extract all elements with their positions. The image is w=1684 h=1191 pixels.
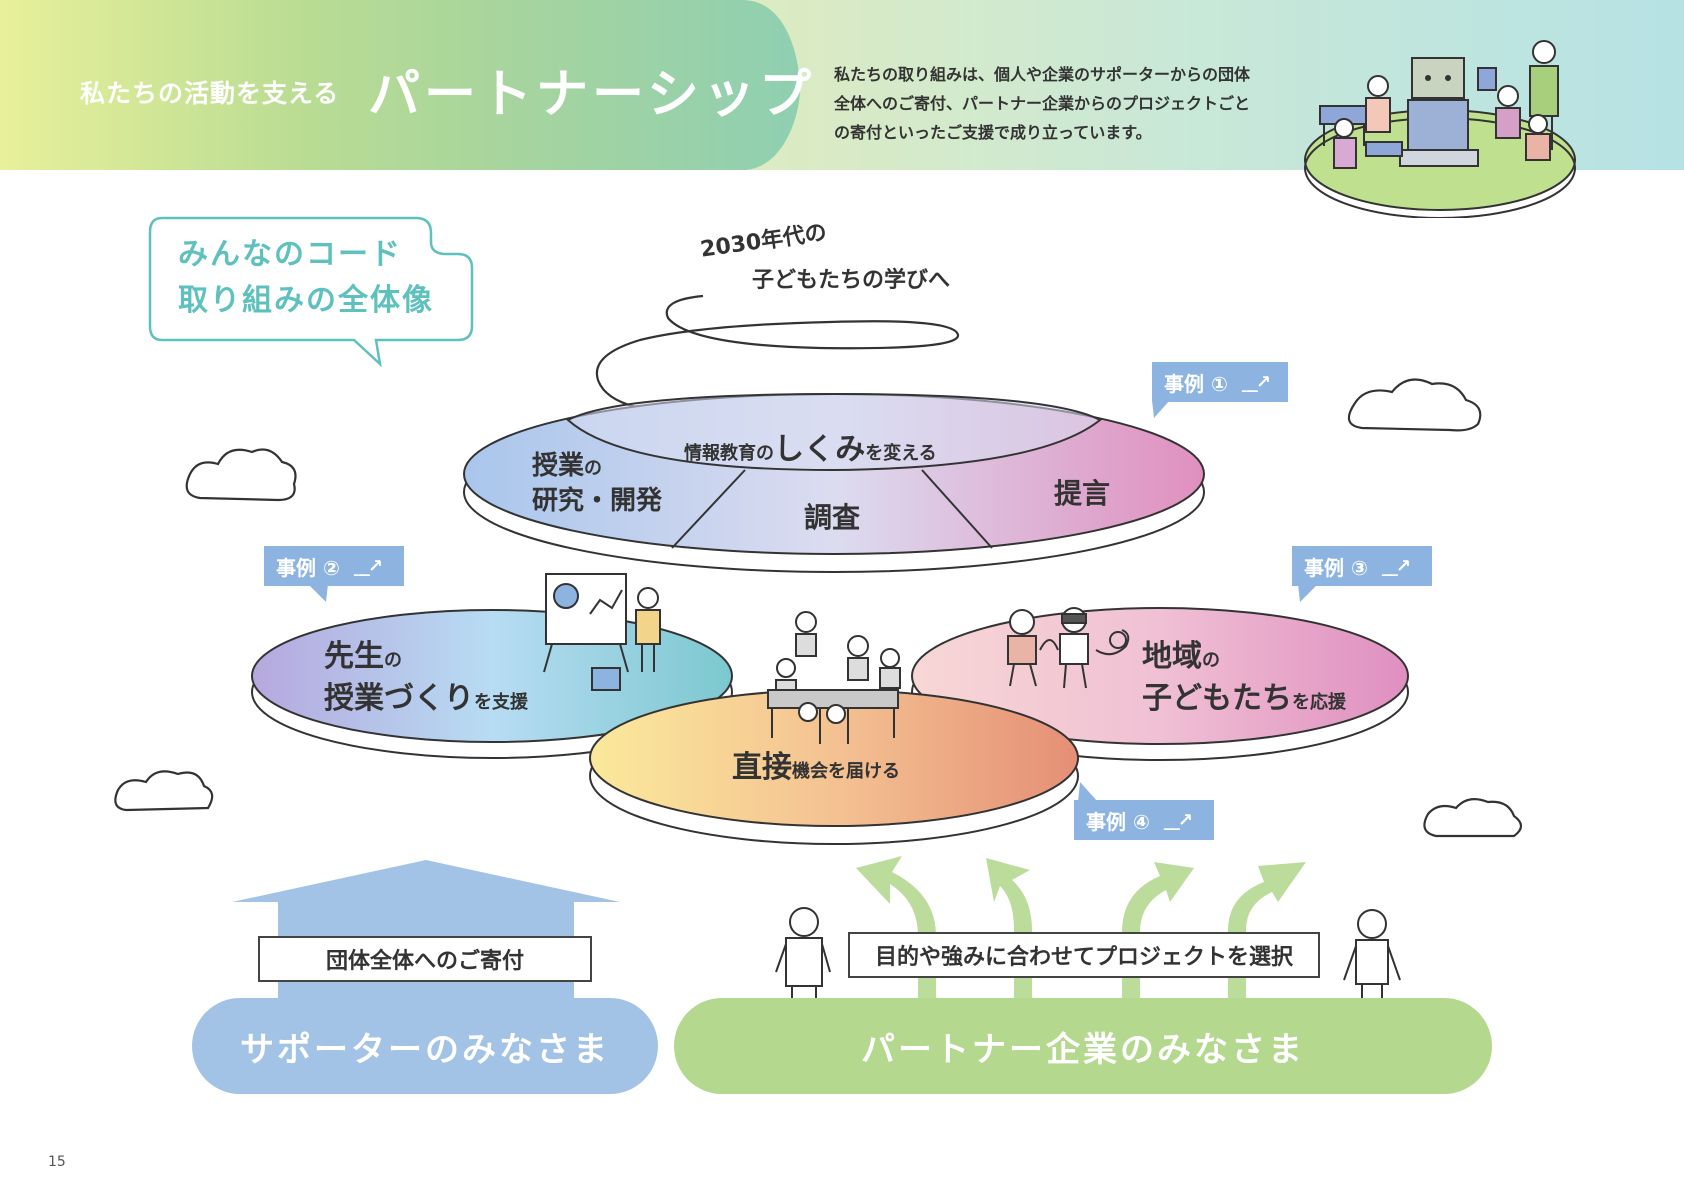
- partner-companies-pill: パートナー企業のみなさま: [674, 998, 1492, 1094]
- label-part: の: [1202, 650, 1220, 671]
- case-2-tag[interactable]: 事例 ② __↗: [264, 546, 404, 586]
- direct-opportunity-disc: [589, 689, 1079, 845]
- page-title: パートナーシップ: [368, 65, 815, 125]
- future-label-line2: 子どもたちの学びへ: [752, 268, 951, 293]
- partner-arrow-icon: [856, 856, 936, 1010]
- label-emphasis: しくみ: [774, 432, 866, 467]
- cloud-icon: [1423, 797, 1523, 838]
- survey-label: 調査: [804, 501, 861, 534]
- teacher-support-label: 先生の 授業づくりを支援: [324, 638, 528, 722]
- label-part: 機会を届ける: [792, 761, 900, 782]
- case-3-tag[interactable]: 事例 ③ __↗: [1292, 546, 1432, 586]
- header-subtitle: 私たちの活動を支える: [80, 79, 340, 108]
- cloud-icon: [185, 448, 297, 502]
- classroom-kids-illustration: [767, 611, 901, 744]
- case-4-tag[interactable]: 事例 ④ __↗: [1074, 800, 1214, 840]
- case-2-tag-pointer: [308, 584, 328, 602]
- system-change-disc: [463, 392, 1205, 573]
- direct-opportunity-label: 直接機会を届ける: [732, 742, 900, 786]
- partner-arrow-icon: [1228, 862, 1306, 1010]
- arrow-right-icon: __↗: [1163, 809, 1193, 831]
- label-part: を支援: [474, 692, 528, 713]
- cloud-icon: [1347, 378, 1482, 432]
- label-emphasis: 授業: [532, 451, 585, 481]
- label-emphasis: 研究・開発: [532, 486, 663, 516]
- community-support-label: 地域の 子どもたちを応援: [1142, 638, 1346, 722]
- supporters-pill: サポーターのみなさま: [192, 998, 658, 1094]
- arrow-right-icon: __↗: [353, 555, 383, 577]
- label-emphasis: 先生: [324, 639, 384, 674]
- supporter-arrow-icon: [232, 860, 620, 1010]
- label-part: を応援: [1292, 692, 1346, 713]
- label-emphasis: 授業づくり: [324, 681, 474, 716]
- case-label: 事例 ④: [1086, 809, 1150, 834]
- vr-kids-illustration: [1007, 607, 1130, 689]
- case-label: 事例 ①: [1164, 371, 1228, 396]
- speech-bubble: [148, 216, 474, 368]
- case-4-tag-pointer: [1078, 782, 1098, 802]
- project-selection-box: 目的や強みに合わせてプロジェクトを選択: [848, 932, 1320, 978]
- description-line: の寄付といったご支援で成り立っています。: [834, 123, 1152, 142]
- overview-heading: みんなのコード 取り組みの全体像: [178, 232, 434, 324]
- system-change-label: 情報教育のしくみを変える: [684, 424, 937, 468]
- case-1-tag[interactable]: 事例 ① __↗: [1152, 362, 1288, 402]
- header-description: 私たちの取り組みは、個人や企業のサポーターからの団体 全体へのご寄付、パートナー…: [834, 60, 1314, 147]
- overview-heading-line: みんなのコード: [178, 237, 402, 272]
- label-emphasis: 子どもたち: [1142, 681, 1292, 716]
- label-emphasis: 地域: [1142, 639, 1202, 674]
- overview-heading-line: 取り組みの全体像: [178, 283, 434, 318]
- businessman-illustration: [775, 907, 831, 1012]
- label-part: の: [384, 650, 402, 671]
- label-part: の: [584, 458, 603, 479]
- organization-donation-box: 団体全体へのご寄付: [258, 936, 592, 982]
- header-kids-robot-illustration: [1304, 40, 1576, 218]
- arrow-right-icon: __↗: [1381, 555, 1411, 577]
- proposal-label: 提言: [1054, 477, 1111, 510]
- case-label: 事例 ②: [276, 555, 340, 580]
- label-emphasis: 直接: [732, 750, 792, 785]
- label-part: 情報教育の: [684, 443, 774, 464]
- teacher-whiteboard-illustration: [543, 573, 661, 691]
- arrow-right-icon: __↗: [1241, 371, 1271, 393]
- description-line: 私たちの取り組みは、個人や企業のサポーターからの団体: [834, 65, 1251, 84]
- cloud-icon: [114, 770, 214, 812]
- page-number: 15: [48, 1154, 66, 1170]
- description-line: 全体へのご寄付、パートナー企業からのプロジェクトごと: [834, 94, 1251, 113]
- case-3-tag-pointer: [1298, 584, 1318, 602]
- case-1-tag-pointer: [1152, 400, 1170, 418]
- header-title-tab: [0, 0, 800, 170]
- research-development-label: 授業の 研究・開発: [532, 450, 662, 517]
- businesswoman-illustration: [1343, 909, 1401, 1012]
- label-part: を変える: [865, 443, 937, 464]
- case-label: 事例 ③: [1304, 555, 1368, 580]
